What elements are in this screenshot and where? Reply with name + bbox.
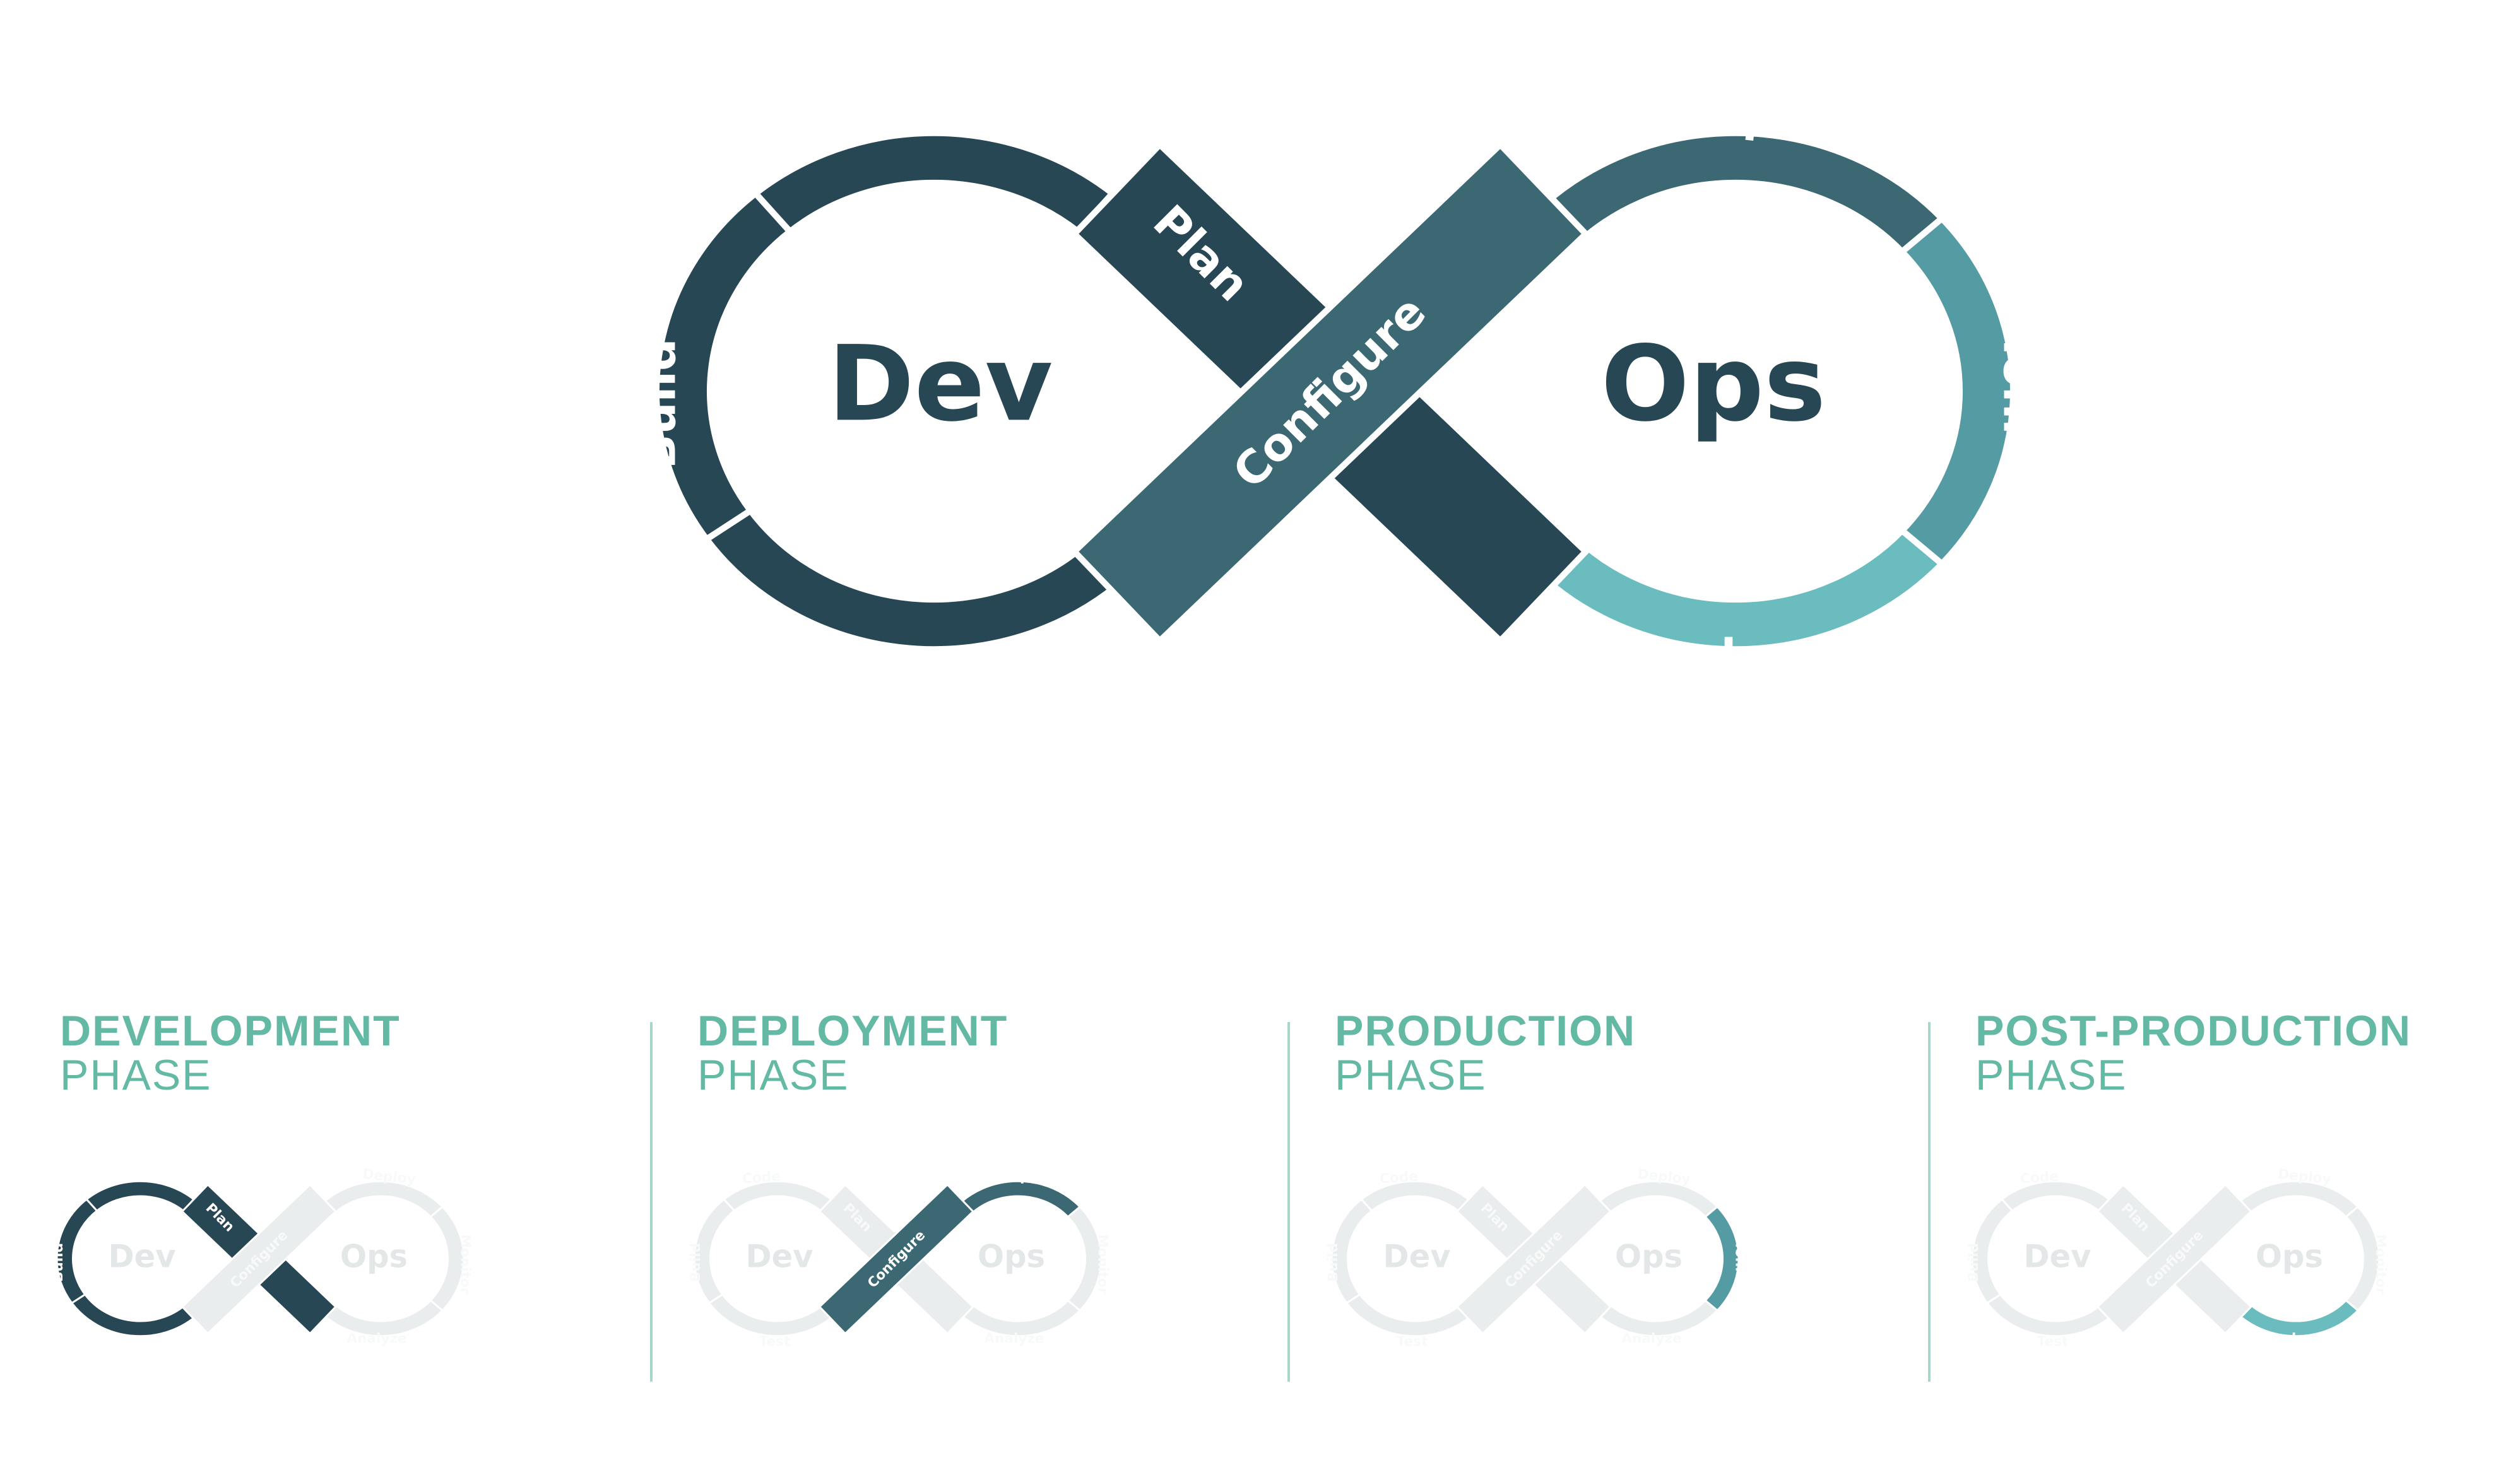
- label-test: Test: [872, 639, 977, 692]
- center-label-ops: Ops: [1615, 1238, 1683, 1275]
- center-label-dev: Dev: [1383, 1238, 1451, 1275]
- center-label-dev: Dev: [109, 1238, 176, 1275]
- label-monitor: Monitor: [1732, 1235, 1748, 1295]
- label-build: Build: [1325, 1243, 1341, 1282]
- label-test: Test: [122, 1334, 153, 1349]
- phase-title: DEVELOPMENT: [60, 1007, 401, 1055]
- ring-segment-monitor: [429, 1205, 465, 1312]
- phase-divider: [1287, 1022, 1290, 1382]
- ring-segment-analyze: [1592, 1299, 1719, 1338]
- ring-segment-monitor: [1703, 1205, 1740, 1312]
- phase-infinity-loop: CodeBuildTestPlanConfigureDeployMonitorA…: [1325, 1167, 1748, 1349]
- label-test: Test: [759, 1334, 791, 1349]
- phase-subtitle: PHASE: [1335, 1051, 1487, 1099]
- center-label-ops: Ops: [978, 1238, 1045, 1275]
- phase-divider: [1928, 1022, 1931, 1382]
- label-build: Build: [50, 1243, 66, 1282]
- band-configure: [1455, 1183, 1612, 1335]
- label-monitor: Monitor: [458, 1235, 473, 1295]
- label-code: Code: [104, 1168, 143, 1187]
- center-label-ops: Ops: [340, 1238, 408, 1275]
- main-infinity-loop: CodeBuildTestPlanConfigureDeployMonitorA…: [633, 81, 2047, 691]
- phase-infinity-loop: CodeBuildTestPlanConfigureDeployMonitorA…: [50, 1167, 473, 1349]
- phase-subtitle: PHASE: [1975, 1051, 2127, 1099]
- center-label-ops: Ops: [2256, 1238, 2323, 1275]
- ring-segment-analyze: [1524, 526, 1947, 653]
- label-code: Code: [815, 89, 946, 151]
- label-analyze: Analyze: [984, 1331, 1044, 1347]
- label-build: Build: [1966, 1243, 1982, 1282]
- label-analyze: Analyze: [346, 1331, 406, 1347]
- ring-segment-analyze: [2232, 1299, 2360, 1338]
- ring-segment-monitor: [1897, 214, 2016, 568]
- label-build: Build: [688, 1243, 704, 1282]
- phase-subtitle: PHASE: [697, 1051, 849, 1099]
- phase-title: POST-PRODUCTION: [1975, 1007, 2412, 1055]
- band-configure: [180, 1183, 337, 1335]
- phase-title: PRODUCTION: [1335, 1007, 1636, 1055]
- label-analyze: Analyze: [1623, 630, 1823, 683]
- band-configure: [2096, 1183, 2252, 1335]
- center-label-dev: Dev: [828, 323, 1053, 444]
- label-code: Code: [742, 1168, 781, 1187]
- ring-segment-monitor: [2344, 1205, 2381, 1312]
- ring-segment-code: [750, 129, 1118, 236]
- band-configure: [818, 1183, 974, 1335]
- ring-segment-monitor: [1066, 1205, 1103, 1312]
- label-monitor: Monitor: [1095, 1235, 1111, 1295]
- label-monitor: Monitor: [1993, 310, 2046, 510]
- label-build: Build: [633, 338, 686, 469]
- phase-infinity-loop: CodeBuildTestPlanConfigureDeployMonitorA…: [688, 1167, 1111, 1349]
- label-code: Code: [2020, 1168, 2059, 1187]
- label-code: Code: [1379, 1168, 1418, 1187]
- ring-segment-test: [702, 506, 1145, 653]
- label-test: Test: [1397, 1334, 1428, 1349]
- phase-subtitle: PHASE: [60, 1051, 212, 1099]
- center-label-dev: Dev: [746, 1238, 813, 1275]
- label-analyze: Analyze: [2262, 1331, 2322, 1347]
- band-configure: [1070, 140, 1590, 645]
- phase-infinity-loop: CodeBuildTestPlanConfigureDeployMonitorA…: [1966, 1167, 2389, 1349]
- ring-segment-deploy: [1524, 129, 1947, 256]
- label-monitor: Monitor: [2373, 1235, 2389, 1295]
- phase-title: DEPLOYMENT: [697, 1007, 1009, 1055]
- phase-divider: [650, 1022, 653, 1382]
- label-test: Test: [2037, 1334, 2069, 1349]
- label-analyze: Analyze: [1621, 1331, 1681, 1347]
- ring-segment-analyze: [317, 1299, 444, 1338]
- center-label-dev: Dev: [2024, 1238, 2091, 1275]
- ring-segment-analyze: [954, 1299, 1082, 1338]
- center-label-ops: Ops: [1601, 323, 1826, 444]
